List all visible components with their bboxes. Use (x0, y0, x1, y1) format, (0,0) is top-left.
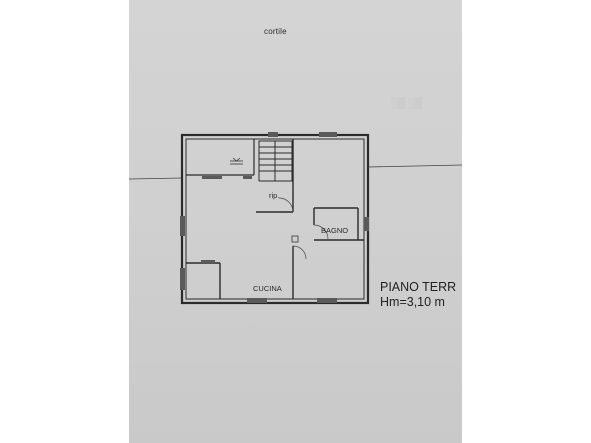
courtyard-label: cortile (264, 27, 287, 36)
utility-symbol (230, 157, 243, 165)
room-label-bathroom: BAGNO (321, 226, 349, 235)
door-swings (278, 197, 329, 260)
room-label-rip: rip. (269, 191, 280, 200)
windows (180, 132, 369, 303)
boundary-line-left (129, 177, 183, 180)
floor-title: PIANO TERR (380, 280, 457, 294)
utility-room-walls (186, 139, 255, 176)
faded-text-ghost: ░▒ ░▒ (391, 98, 423, 109)
floor-plan-sheet: ░▒ ░▒ cortile rip. BAGNO CUCINA PIANO TE… (129, 0, 462, 443)
room-label-kitchen: CUCINA (253, 284, 282, 293)
floor-plan-drawing (129, 132, 462, 305)
boundary-line-right (367, 164, 462, 168)
staircase (258, 140, 293, 182)
height-note: Hm=3,10 m (380, 295, 445, 309)
fixtures (259, 211, 299, 243)
